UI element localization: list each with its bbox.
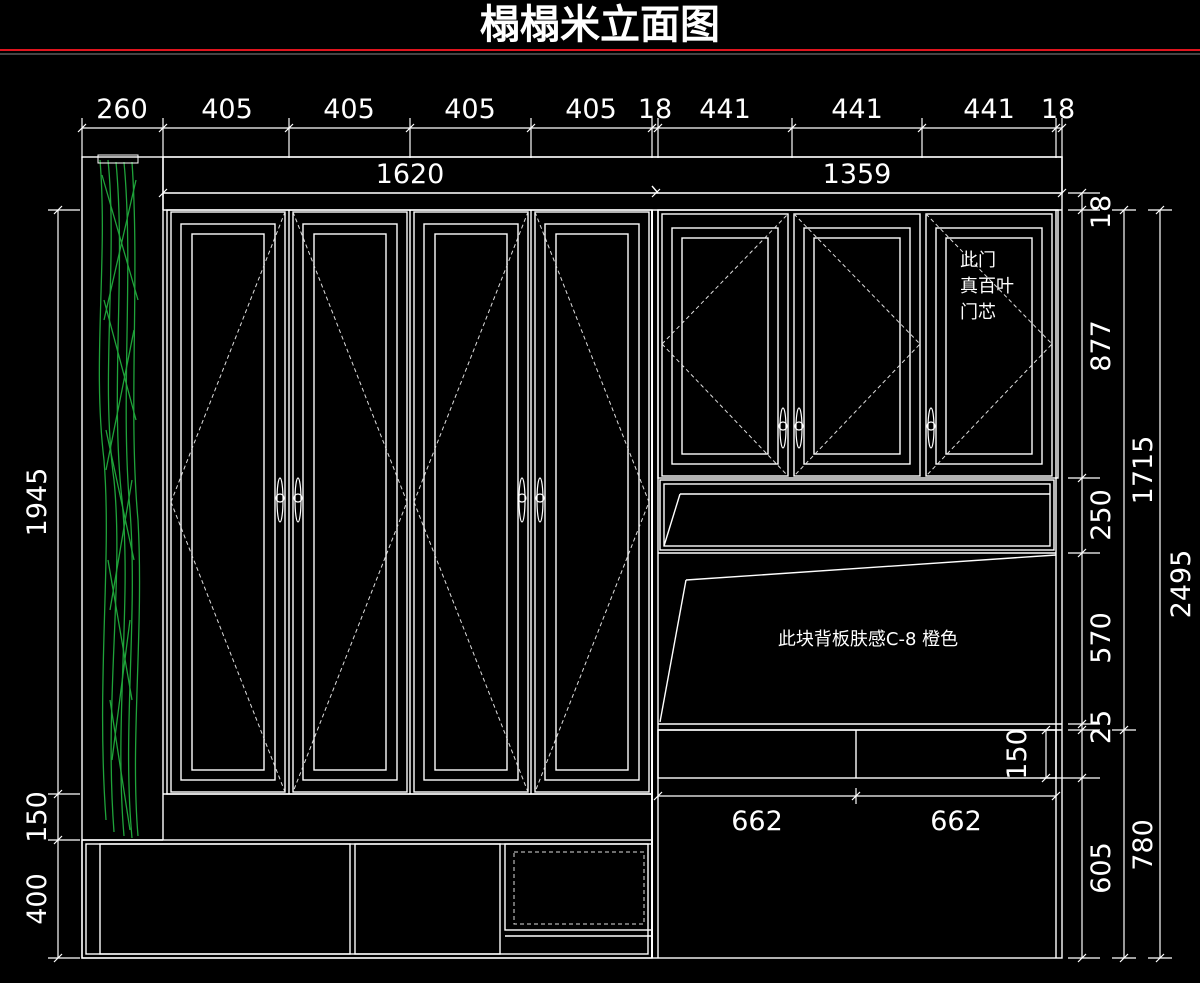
dim-left-400: 400 (22, 873, 53, 925)
dim-left-1945: 1945 (22, 468, 53, 537)
dim-right-250: 250 (1086, 489, 1117, 541)
dim-top-405-b: 405 (323, 94, 375, 125)
top-dimension-chain (77, 118, 1067, 158)
dim-top-405-a: 405 (201, 94, 253, 125)
backboard-note: 此块背板肤感C-8 橙色 (778, 629, 958, 650)
dim-right-2495: 2495 (1166, 550, 1197, 619)
top-header-panel (162, 156, 1063, 194)
handle-icon (926, 407, 936, 449)
handle-icon (275, 477, 303, 523)
wardrobe-door-4 (534, 211, 650, 793)
dim-top-441-b: 441 (831, 94, 883, 125)
upper-handles (778, 407, 936, 449)
dim-top-18-a: 18 (638, 94, 672, 125)
door-note-line-3: 门芯 (960, 302, 996, 323)
dim-top-405-c: 405 (444, 94, 496, 125)
handle-icon (778, 407, 804, 449)
drawing-title: 榻榻米立面图 (480, 2, 720, 48)
drawer-dimension-line (653, 788, 1061, 804)
dim-top-405-d: 405 (565, 94, 617, 125)
dim-right-18: 18 (1086, 195, 1117, 229)
wardrobe-door-3 (413, 211, 529, 793)
dim-right-605: 605 (1086, 842, 1117, 894)
dim-top-441-a: 441 (699, 94, 751, 125)
dim-right-1715: 1715 (1128, 436, 1159, 505)
door-1-gap (288, 210, 532, 794)
curtain-rail (97, 154, 139, 164)
dim-top-18-b: 18 (1041, 94, 1075, 125)
left-dimension-chain (48, 205, 80, 963)
right-dimension-chain-inner (1040, 188, 1100, 963)
span-dimension-line (158, 188, 1067, 198)
curtain (98, 159, 141, 839)
open-shelf (659, 479, 1055, 551)
drawer-row (657, 729, 1057, 779)
dim-right-780: 780 (1128, 819, 1159, 871)
cabinet-frame (81, 156, 1063, 959)
dim-drawer-662-b: 662 (930, 806, 982, 837)
upper-cabinet (657, 209, 1059, 958)
upper-door-2 (793, 213, 921, 477)
dim-right-877: 877 (1086, 320, 1117, 372)
dim-span-1359: 1359 (823, 159, 892, 190)
right-dimension-chain-outer (1148, 205, 1172, 963)
dim-right-570: 570 (1086, 612, 1117, 664)
wardrobe-handles (275, 477, 545, 523)
dim-top-260: 260 (96, 94, 148, 125)
dim-drawer-662-a: 662 (731, 806, 783, 837)
door-note-line-2: 真百叶 (960, 276, 1014, 297)
wardrobe-door-1 (170, 211, 286, 793)
dim-top-441-c: 441 (963, 94, 1015, 125)
tatami-base (81, 839, 653, 959)
dim-left-150: 150 (22, 791, 53, 843)
handle-icon (517, 477, 545, 523)
upper-door-3 (925, 213, 1053, 477)
dim-right-150: 150 (1002, 728, 1033, 780)
dim-right-25: 25 (1086, 710, 1117, 744)
upper-door-1 (661, 213, 789, 477)
door-note-line-1: 此门 (960, 250, 996, 271)
right-dimension-chain-middle (1112, 205, 1136, 963)
dim-span-1620: 1620 (376, 159, 445, 190)
wardrobe-door-2 (292, 211, 408, 793)
